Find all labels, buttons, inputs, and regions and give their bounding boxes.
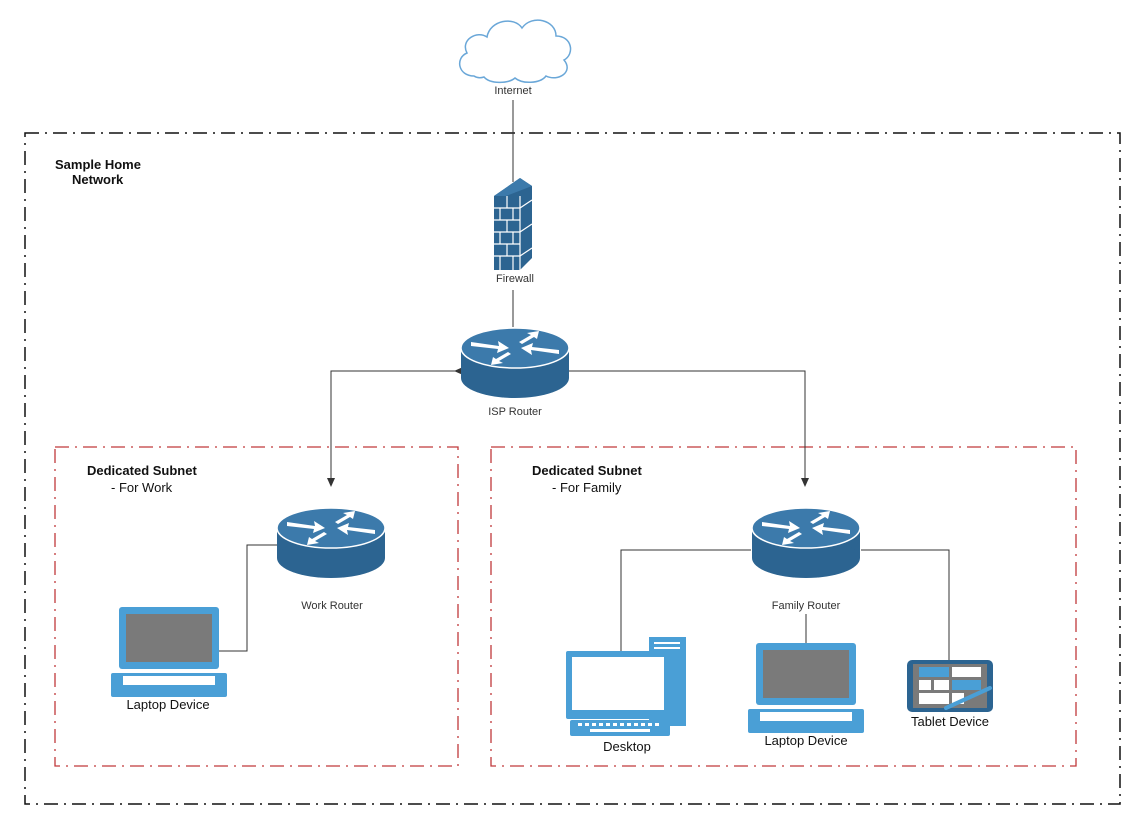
work-subnet-label-line1: Dedicated Subnet — [87, 463, 197, 478]
work-subnet-label-line2: - For Work — [111, 480, 173, 495]
family-router-tablet-link — [861, 549, 950, 663]
connectors — [219, 100, 950, 663]
family-router-icon — [751, 507, 861, 579]
desktop-label: Desktop — [603, 739, 651, 754]
isp-family-link — [560, 367, 809, 487]
tablet-icon — [907, 660, 993, 712]
family-subnet-label-line1: Dedicated Subnet — [532, 463, 642, 478]
isp-router-icon — [460, 327, 570, 399]
diagram-title-line1: Sample Home — [55, 157, 141, 172]
home-network-boundary — [24, 132, 1121, 805]
work-laptop-label: Laptop Device — [126, 697, 210, 712]
firewall-icon — [494, 178, 533, 270]
isp-router-label: ISP Router — [488, 406, 542, 418]
work-router-label: Work Router — [301, 600, 363, 612]
work-subnet-label: Dedicated Subnet - For Work — [87, 463, 197, 495]
firewall-label: Firewall — [496, 273, 534, 285]
diagram-title-line2: Network — [72, 172, 124, 187]
family-laptop-label: Laptop Device — [764, 733, 848, 748]
isp-work-link — [327, 367, 463, 487]
work-router-laptop-link — [219, 544, 277, 652]
internet-cloud-icon — [458, 19, 572, 84]
tablet-label: Tablet Device — [910, 714, 990, 729]
family-laptop-icon — [748, 643, 864, 733]
work-laptop-icon — [111, 607, 227, 697]
work-router-icon — [276, 507, 386, 579]
work-subnet-boundary — [54, 446, 459, 767]
family-subnet-label: Dedicated Subnet - For Family — [532, 463, 642, 495]
family-router-label: Family Router — [771, 600, 841, 612]
internet-label: Internet — [494, 85, 532, 97]
diagram-title: Sample Home Network — [55, 157, 141, 187]
family-subnet-label-line2: - For Family — [552, 480, 622, 495]
desktop-icon — [566, 637, 686, 736]
family-router-desktop-link — [620, 549, 751, 652]
